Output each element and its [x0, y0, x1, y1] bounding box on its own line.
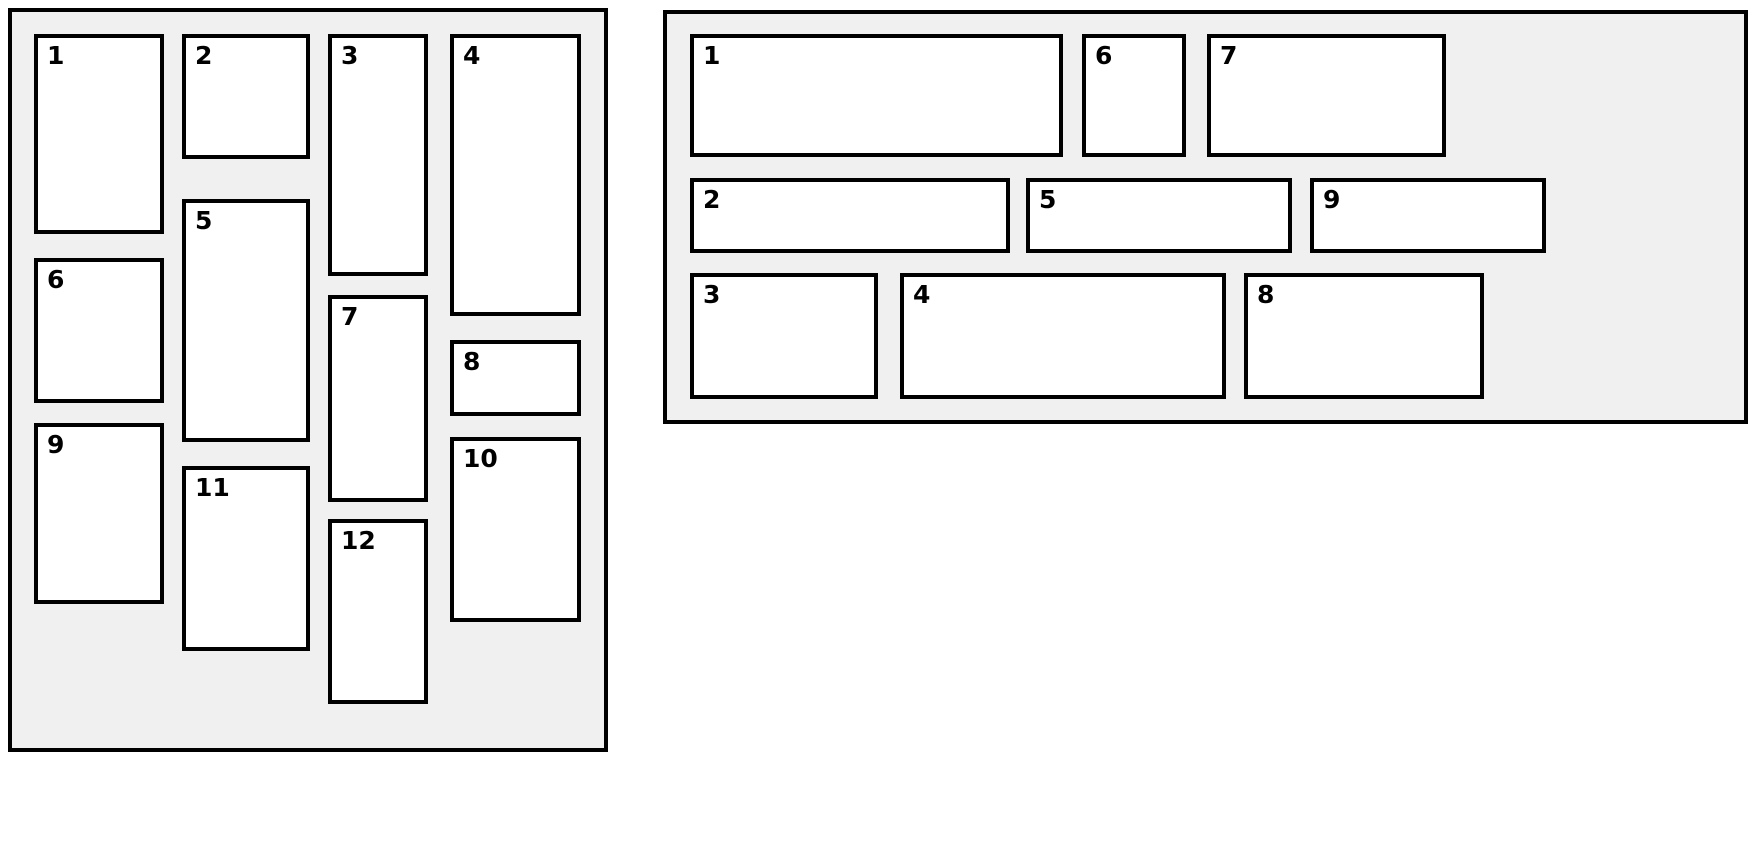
layout-block-4[interactable]: 4: [900, 273, 1226, 399]
block-order-label: 5: [1039, 185, 1057, 214]
layout-block-1[interactable]: 1: [690, 34, 1063, 157]
block-order-label: 2: [703, 185, 721, 214]
layout-block-8[interactable]: 8: [1244, 273, 1484, 399]
layout-block-6[interactable]: 6: [34, 258, 164, 403]
block-order-label: 10: [463, 444, 498, 473]
layout-block-11[interactable]: 11: [182, 466, 310, 651]
block-order-label: 2: [195, 41, 213, 70]
block-order-label: 1: [47, 41, 65, 70]
layout-block-3[interactable]: 3: [328, 34, 428, 276]
block-order-label: 4: [463, 41, 481, 70]
layout-block-9[interactable]: 9: [34, 423, 164, 604]
layout-block-7[interactable]: 7: [1207, 34, 1446, 157]
layout-block-12[interactable]: 12: [328, 519, 428, 704]
block-order-label: 8: [1257, 280, 1275, 309]
layout-block-7[interactable]: 7: [328, 295, 428, 502]
block-order-label: 3: [703, 280, 721, 309]
block-order-label: 8: [463, 347, 481, 376]
layout-block-4[interactable]: 4: [450, 34, 581, 316]
block-order-label: 9: [47, 430, 65, 459]
block-order-label: 7: [341, 302, 359, 331]
layout-block-5[interactable]: 5: [1026, 178, 1292, 253]
layout-block-6[interactable]: 6: [1082, 34, 1186, 157]
block-order-label: 1: [703, 41, 721, 70]
layout-block-1[interactable]: 1: [34, 34, 164, 234]
layout-block-5[interactable]: 5: [182, 199, 310, 442]
block-order-label: 6: [47, 265, 65, 294]
layout-block-10[interactable]: 10: [450, 437, 581, 622]
block-order-label: 5: [195, 206, 213, 235]
block-order-label: 7: [1220, 41, 1238, 70]
layout-block-9[interactable]: 9: [1310, 178, 1546, 253]
layout-block-2[interactable]: 2: [182, 34, 310, 159]
block-order-label: 12: [341, 526, 376, 555]
block-order-label: 3: [341, 41, 359, 70]
layout-block-8[interactable]: 8: [450, 340, 581, 416]
block-order-label: 4: [913, 280, 931, 309]
layout-block-3[interactable]: 3: [690, 273, 878, 399]
block-order-label: 6: [1095, 41, 1113, 70]
layout-block-2[interactable]: 2: [690, 178, 1010, 253]
three-row-layout-panel: 1 6 7 2 5 9 3 4 8: [663, 10, 1748, 424]
block-order-label: 9: [1323, 185, 1341, 214]
block-order-label: 11: [195, 473, 230, 502]
